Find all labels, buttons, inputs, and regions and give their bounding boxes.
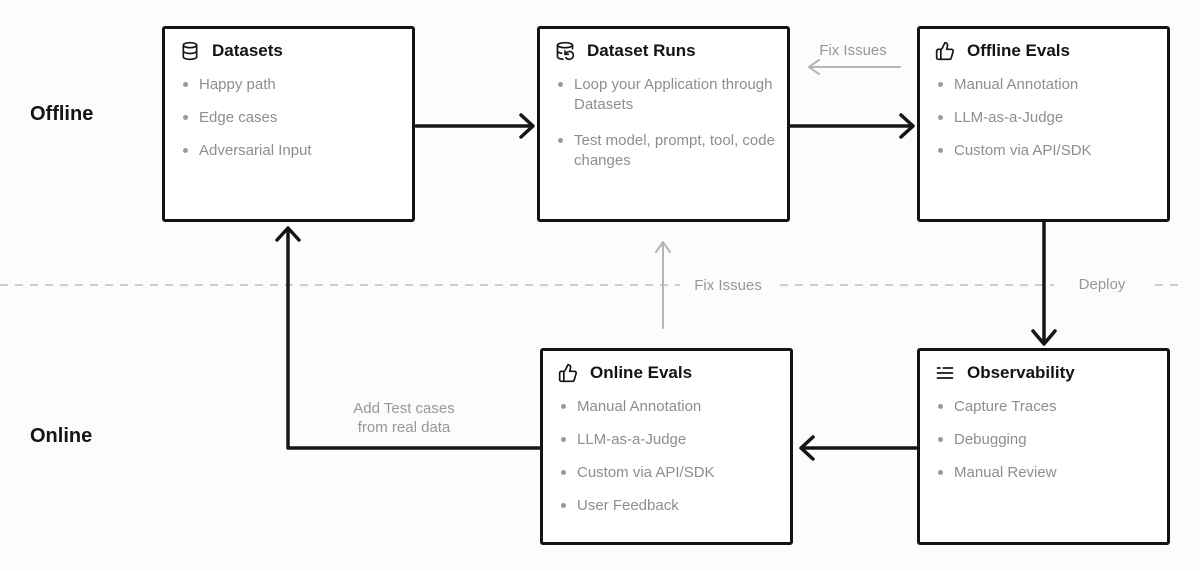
datasets-title: Datasets (212, 41, 283, 60)
offline-evals-list: Manual Annotation LLM-as-a-Judge Custom … (920, 75, 1167, 161)
list-item: Adversarial Input (182, 141, 400, 161)
online-lane-label: Online (30, 425, 93, 447)
database-icon (182, 41, 198, 61)
offline-lane-label: Offline (30, 103, 94, 125)
arrowhead-right-icon (899, 113, 915, 139)
arrow-online-evals-to-datasets (286, 229, 541, 450)
observability-node: Observability Capture Traces Debugging M… (917, 348, 1170, 545)
arrowhead-left-gray-icon (808, 59, 820, 75)
add-test-cases-line2: from real data (357, 419, 451, 436)
dataset-runs-list: Loop your Application through Datasets T… (540, 75, 787, 171)
list-item: User Feedback (560, 496, 778, 516)
list-item: Capture Traces (937, 397, 1155, 417)
add-test-cases-label: Add Test cases from real data (323, 399, 485, 437)
observability-list: Capture Traces Debugging Manual Review (920, 397, 1167, 483)
arrowhead-up-gray-icon (655, 241, 671, 253)
arrowhead-up-icon (275, 226, 301, 242)
add-test-cases-line1: Add Test cases (353, 400, 455, 417)
online-evals-node: Online Evals Manual Annotation LLM-as-a-… (540, 348, 793, 545)
list-item: LLM-as-a-Judge (937, 108, 1155, 128)
list-item: Happy path (182, 75, 400, 95)
list-item: Manual Review (937, 463, 1155, 483)
dataset-runs-title: Dataset Runs (587, 41, 696, 60)
list-item: Custom via API/SDK (937, 141, 1155, 161)
online-evals-list: Manual Annotation LLM-as-a-Judge Custom … (543, 397, 790, 516)
list-item: Custom via API/SDK (560, 463, 778, 483)
arrowhead-right-icon (519, 113, 535, 139)
datasets-header: Datasets (180, 41, 412, 61)
offline-evals-title: Offline Evals (967, 41, 1070, 60)
list-item: Loop your Application through Datasets (557, 75, 775, 115)
thumbs-up-icon (935, 41, 954, 61)
arrowhead-down-icon (1031, 329, 1057, 346)
online-evals-header: Online Evals (558, 363, 790, 383)
list-item: LLM-as-a-Judge (560, 430, 778, 450)
list-item: Manual Annotation (937, 75, 1155, 95)
arrowhead-left-icon (799, 435, 815, 461)
list-item: Debugging (937, 430, 1155, 450)
dataset-runs-node: Dataset Runs Loop your Application throu… (537, 26, 790, 222)
datasets-list: Happy path Edge cases Adversarial Input (165, 75, 412, 161)
datasets-node: Datasets Happy path Edge cases Adversari… (162, 26, 415, 222)
online-evals-title: Online Evals (590, 363, 693, 382)
database-loop-icon (556, 41, 575, 61)
observability-title: Observability (967, 363, 1075, 382)
list-item: Test model, prompt, tool, code changes (557, 131, 775, 171)
dataset-runs-header: Dataset Runs (555, 41, 787, 61)
deploy-label: Deploy (1054, 274, 1150, 295)
thumbs-up-icon (558, 363, 577, 383)
offline-evals-node: Offline Evals Manual Annotation LLM-as-a… (917, 26, 1170, 222)
offline-evals-header: Offline Evals (935, 41, 1167, 61)
observability-header: Observability (935, 363, 1167, 383)
log-list-icon (936, 367, 954, 379)
list-item: Edge cases (182, 108, 400, 128)
list-item: Manual Annotation (560, 397, 778, 417)
fix-issues-middle-label: Fix Issues (680, 275, 776, 296)
fix-issues-top-label: Fix Issues (819, 42, 887, 59)
